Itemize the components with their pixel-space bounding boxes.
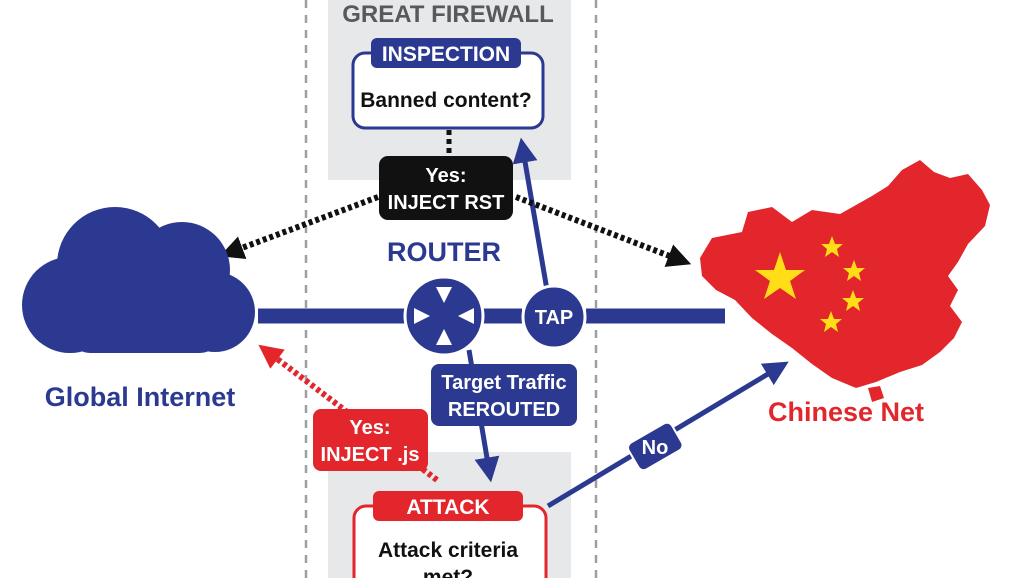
rst-arrow-left xyxy=(219,194,380,260)
firewall-title: GREAT FIREWALL xyxy=(342,1,554,28)
inject-js-line1: Yes: xyxy=(349,417,390,439)
inject-rst-box xyxy=(379,156,513,220)
china-map-icon xyxy=(700,160,990,402)
inject-rst-line2: INJECT RST xyxy=(388,192,505,214)
chinese-net-label: Chinese Net xyxy=(768,397,924,427)
attack-header-bg xyxy=(373,491,523,521)
attack-line1: Attack criteria xyxy=(378,539,518,562)
router-icon xyxy=(403,275,485,357)
tap-label: TAP xyxy=(535,307,574,329)
reroute-box xyxy=(431,364,577,426)
inspection-question: Banned content? xyxy=(360,89,532,112)
attack-line2: met? xyxy=(423,566,473,578)
inspection-header-bg xyxy=(371,38,521,68)
reroute-line2: REROUTED xyxy=(448,399,560,421)
router-label: ROUTER xyxy=(387,237,501,267)
inject-rst-line1: Yes: xyxy=(425,165,466,187)
attack-header: ATTACK xyxy=(406,496,489,519)
inject-js-line2: INJECT .js xyxy=(321,444,420,466)
no-label: No xyxy=(642,437,669,459)
global-internet-label: Global Internet xyxy=(45,382,236,412)
large-star xyxy=(755,252,805,299)
rst-arrow-right xyxy=(514,194,692,267)
cloud-icon xyxy=(22,207,255,353)
inject-js-box xyxy=(313,409,428,471)
reroute-line1: Target Traffic xyxy=(441,372,566,394)
inspection-header: INSPECTION xyxy=(382,43,510,66)
tap-to-inspection-arrow xyxy=(512,137,550,291)
tap-node xyxy=(521,284,587,350)
no-badge xyxy=(627,421,684,472)
